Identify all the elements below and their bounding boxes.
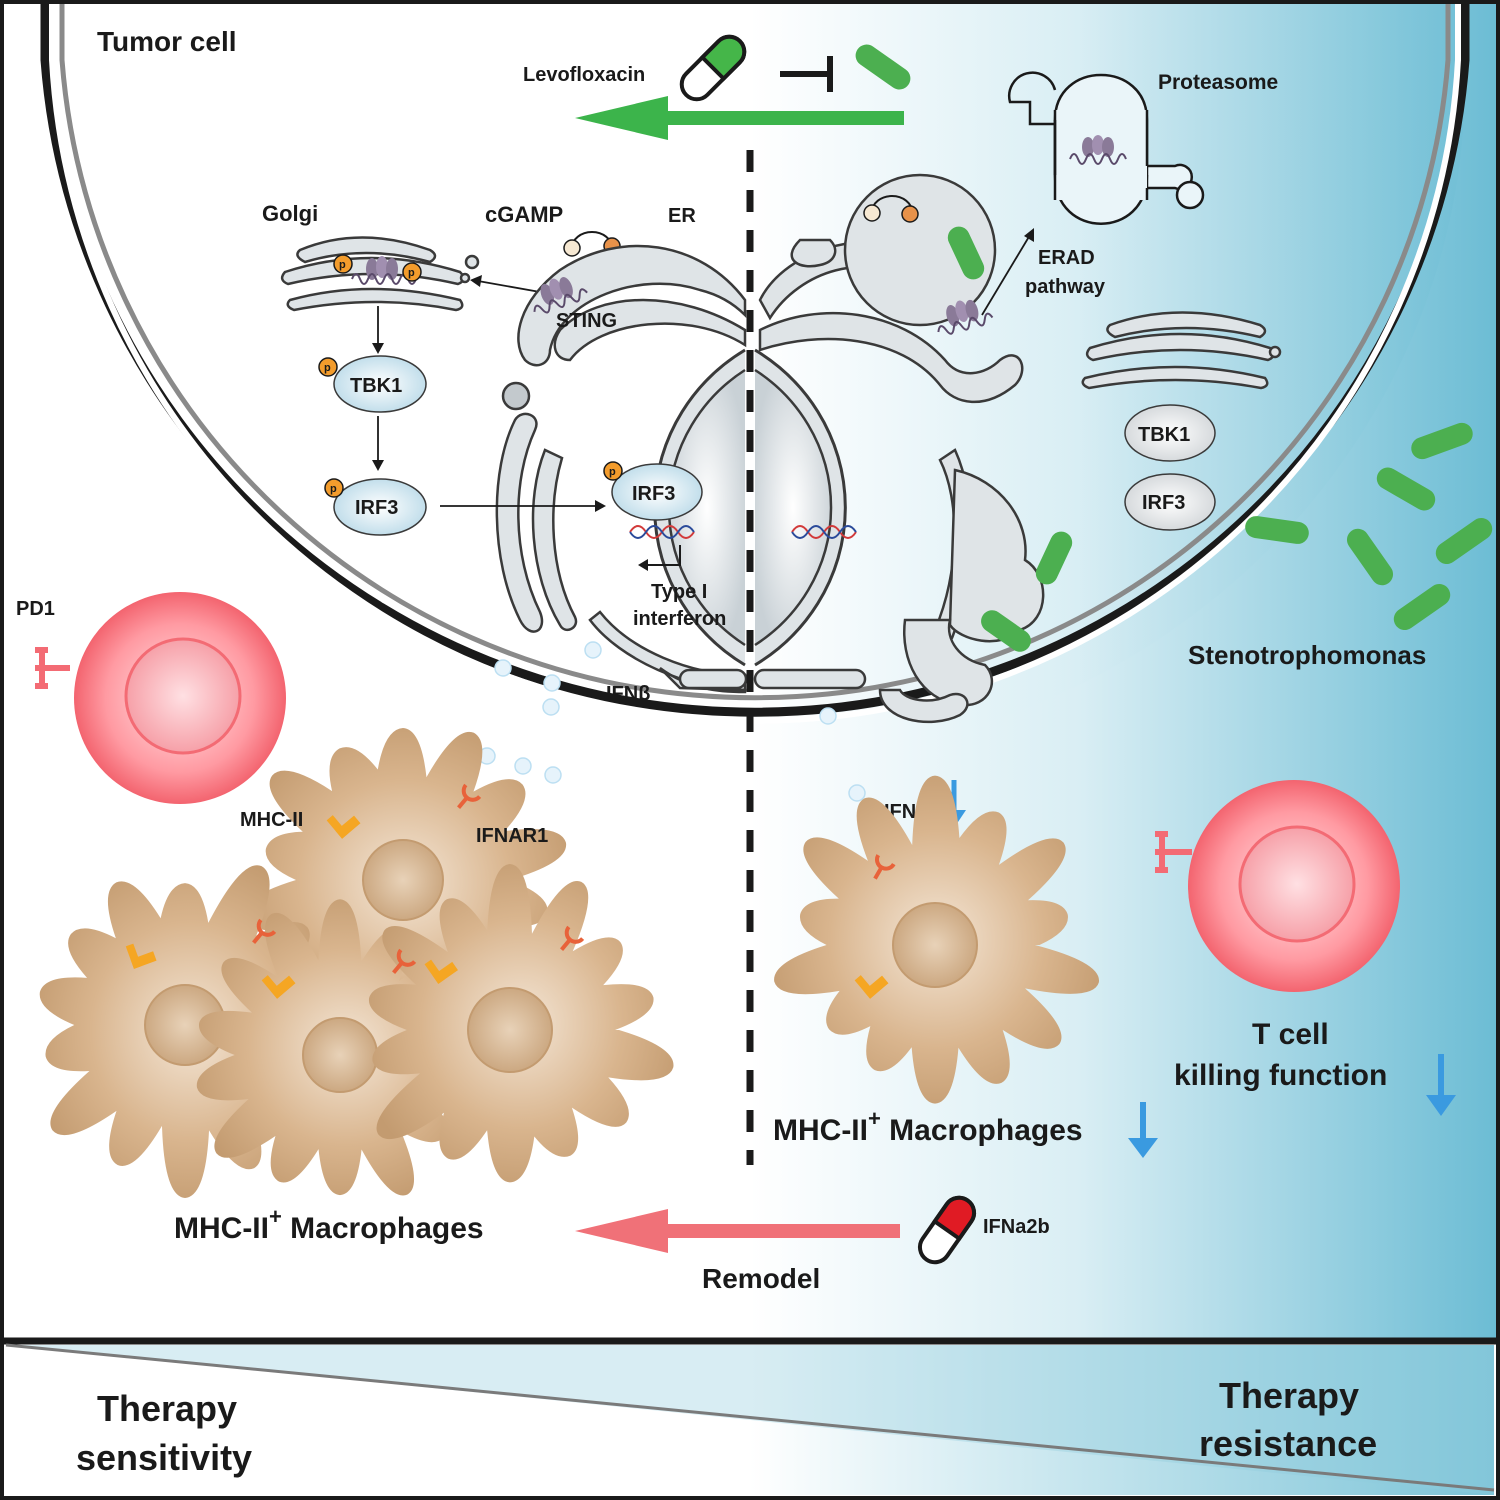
ifna2b-capsule-icon — [917, 1195, 977, 1265]
pd1-receptor-icon — [35, 647, 70, 689]
stenotrophomonas-label: Stenotrophomonas — [1188, 640, 1426, 670]
phospho-label: p — [330, 483, 337, 495]
erad-arrow — [981, 234, 1031, 316]
tbk1-oval — [333, 355, 427, 413]
sting-protein-er-icon — [533, 277, 588, 314]
sting-protein-right-icon — [937, 299, 994, 335]
mhc-macrophages-right-label: MHC-II+ Macrophages — [773, 1106, 1083, 1147]
vesicle-icon — [501, 381, 531, 411]
killing-function-label: killing function — [1174, 1059, 1387, 1092]
proteasome-label: Proteasome — [1158, 71, 1278, 94]
transcription-arrow — [648, 545, 681, 566]
inhibition-bar-icon — [780, 56, 833, 92]
phospho-label: p — [324, 362, 331, 374]
arrowhead-icon — [638, 559, 648, 571]
arrowhead-icon — [595, 500, 606, 512]
arrowhead-icon — [372, 343, 384, 354]
tumor-cell-label: Tumor cell — [97, 26, 237, 57]
arrowhead-icon — [470, 275, 482, 287]
pd1-receptor-right-icon — [1155, 831, 1192, 873]
therapy-band — [0, 1337, 1500, 1495]
er-label: ER — [668, 205, 696, 227]
irf3-nucleus-label: IRF3 — [632, 483, 675, 505]
sting-label: STING — [556, 310, 617, 332]
arrowhead-icon — [1024, 228, 1034, 242]
t-cell-right-nucleus — [1238, 825, 1356, 943]
therapy-resistance-label-2: resistance — [1199, 1423, 1377, 1464]
mhc-macrophages-left-label: MHC-II+ Macrophages — [174, 1204, 484, 1245]
t-cell-label: T cell — [1252, 1018, 1329, 1051]
golgi-left — [280, 236, 480, 312]
arrowhead-icon — [372, 460, 384, 471]
ifnb-particles — [478, 641, 866, 802]
mhc2-receptor-icon — [326, 815, 361, 839]
down-arrow-icon — [1426, 1054, 1456, 1116]
mhc2-receptor-icon — [125, 943, 157, 969]
interferon-label: interferon — [633, 608, 726, 630]
mhc2-receptor-icon — [424, 959, 458, 984]
pd1-label: PD1 — [16, 598, 55, 620]
phospho-label: p — [609, 466, 616, 478]
cgamp-right-icon — [863, 195, 919, 223]
ifnar1-receptor-icon — [392, 948, 417, 974]
tbk1-label: TBK1 — [350, 375, 402, 397]
golgi-label: Golgi — [262, 201, 318, 226]
remodel-label: Remodel — [702, 1263, 820, 1294]
green-arrow — [575, 96, 904, 140]
tbk1-right-oval — [1124, 404, 1216, 462]
macrophage-single — [774, 775, 1100, 1104]
ifnar1-label: IFNAR1 — [476, 825, 548, 847]
remodel-arrow — [575, 1209, 900, 1253]
dna-icon — [629, 525, 695, 539]
ifnar1-receptor-icon — [873, 854, 896, 880]
macrophage-right-cluster — [368, 864, 674, 1183]
macrophage-cluster — [39, 728, 674, 1198]
nucleus — [653, 348, 847, 667]
ifnb-left-label: IFNβ — [606, 683, 650, 705]
svg-text:p: p — [408, 267, 415, 279]
endoplasmic-reticulum-left — [495, 244, 748, 694]
phospho-icon — [324, 478, 344, 498]
irf3-right-oval — [1124, 473, 1216, 531]
macrophage-right — [774, 775, 1100, 1104]
therapy-resistance-label: Therapy — [1219, 1375, 1359, 1416]
bacterium-icon — [855, 44, 911, 90]
t-cell-left-nucleus — [124, 637, 242, 755]
irf3-label: IRF3 — [355, 497, 398, 519]
mhc2-label: MHC-II — [240, 809, 303, 831]
erad-label: ERAD — [1038, 247, 1095, 269]
cgamp-label: cGAMP — [485, 202, 563, 227]
therapy-sensitivity-label: Therapy — [97, 1388, 237, 1429]
ifnar1-receptor-icon — [560, 925, 585, 951]
ifnar1-receptor-icon — [457, 783, 482, 809]
phospho-icon — [603, 461, 623, 481]
levofloxacin-capsule-icon — [679, 34, 747, 102]
sting-to-golgi-arrow — [477, 280, 541, 293]
type-i-label: Type I — [651, 581, 707, 603]
dna-right-icon — [791, 525, 857, 539]
ifna2b-label: IFNa2b — [983, 1216, 1050, 1238]
mhc2-receptor-icon — [854, 975, 889, 999]
therapy-sensitivity-label-2: sensitivity — [76, 1437, 252, 1478]
stenotrophomonas-bacteria — [981, 422, 1493, 652]
tbk1-right-label: TBK1 — [1138, 424, 1190, 446]
phospho-icon — [318, 357, 338, 377]
bacterium-icon — [947, 226, 985, 280]
phospho-icon: p p — [333, 254, 422, 282]
levofloxacin-label: Levofloxacin — [523, 64, 645, 86]
mhc2-receptor-icon — [261, 975, 296, 999]
erad-label-2: pathway — [1025, 276, 1106, 298]
down-arrow-icon — [1128, 1102, 1158, 1158]
endoplasmic-reticulum-right — [753, 173, 1045, 724]
svg-text:p: p — [339, 259, 346, 271]
irf3-right-label: IRF3 — [1142, 492, 1185, 514]
irf3-nucleus-oval — [611, 463, 703, 521]
proteasome — [1008, 71, 1205, 225]
ifnar1-receptor-icon — [252, 918, 277, 944]
irf3-oval — [333, 478, 427, 536]
golgi-right — [1081, 311, 1282, 390]
proteasome-protein-icon — [1069, 135, 1127, 165]
